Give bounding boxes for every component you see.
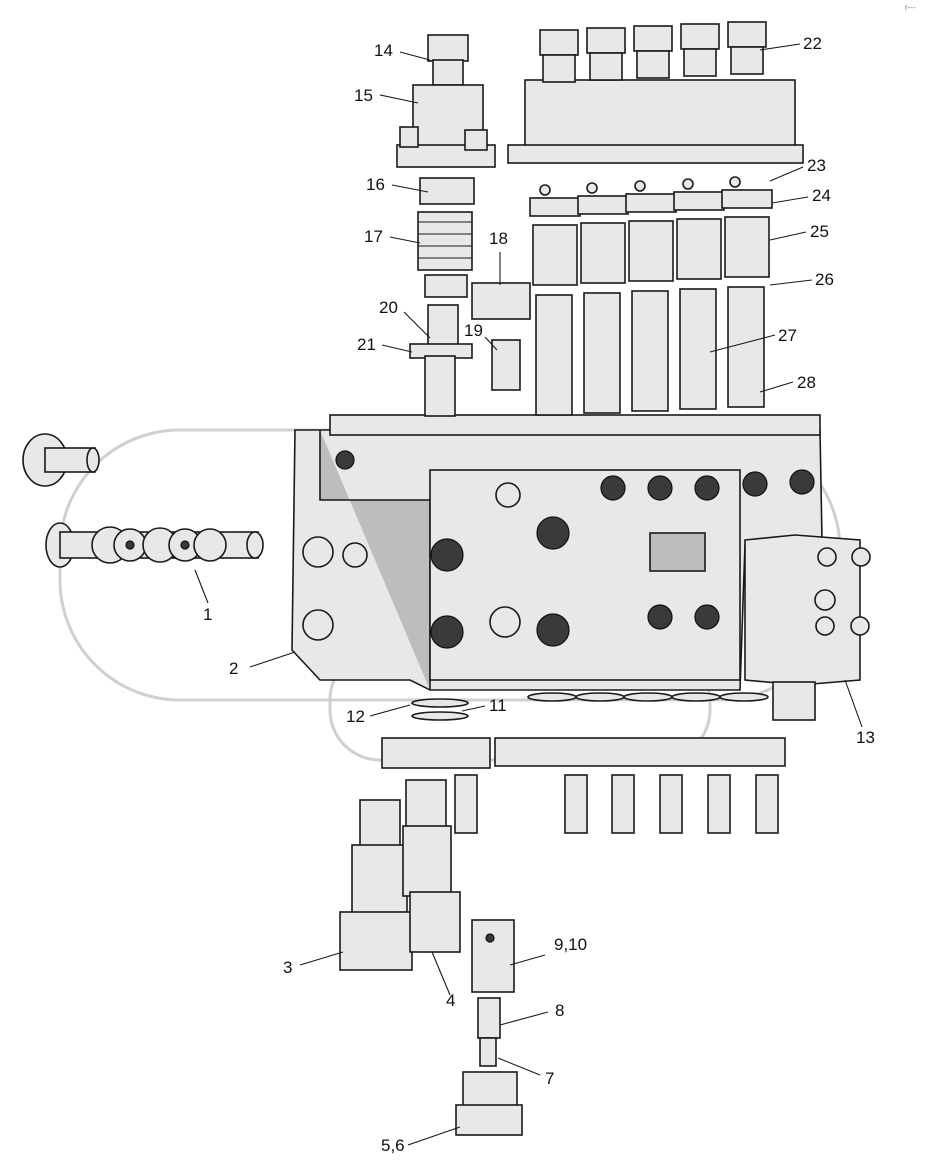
callout-13: 13 [856,728,875,747]
corner-mark: r--- [905,3,916,12]
callout-15: 15 [354,86,373,105]
callout-19: 19 [464,321,483,340]
callout-20: 20 [379,298,398,317]
callout-17: 17 [364,227,383,246]
callout-7: 7 [545,1069,554,1088]
part-27-28-plungers [535,286,765,416]
callout-24: 24 [812,186,831,205]
callout-9-10: 9,10 [554,935,587,954]
part-2-valve-body [291,414,823,691]
part-11-12-seals [411,692,769,721]
callout-18: 18 [489,229,508,248]
part-23-24-25-26-rings [529,176,773,286]
callout-28: 28 [797,373,816,392]
callout-12: 12 [346,707,365,726]
callout-21: 21 [357,335,376,354]
callout-27: 27 [778,326,797,345]
callout-4: 4 [446,991,455,1010]
callout-labels: 14 15 16 17 18 19 20 21 22 23 24 25 26 2… [203,34,875,1155]
callout-2: 2 [229,659,238,678]
callout-3: 3 [283,958,292,977]
part-3-4-cartridges [339,779,461,971]
callout-16: 16 [366,175,385,194]
part-22-valve-caps [507,21,804,164]
part-13-side-block [744,534,871,721]
part-1-spools [22,433,264,568]
part-5-10-valve-stack [455,919,523,1136]
callout-5-6: 5,6 [381,1136,405,1155]
callout-26: 26 [815,270,834,289]
callout-14: 14 [374,41,393,60]
lower-bracket-plate [381,737,786,834]
callout-22: 22 [803,34,822,53]
callout-11: 11 [489,696,507,715]
part-16-17-spring [417,177,475,298]
callout-1: 1 [203,605,212,624]
callout-25: 25 [810,222,829,241]
callout-23: 23 [807,156,826,175]
callout-8: 8 [555,1001,564,1020]
part-14-15-relief-valve [396,34,496,168]
leader-lines [194,43,863,1146]
part-18-19-20-21-stem [409,282,531,417]
